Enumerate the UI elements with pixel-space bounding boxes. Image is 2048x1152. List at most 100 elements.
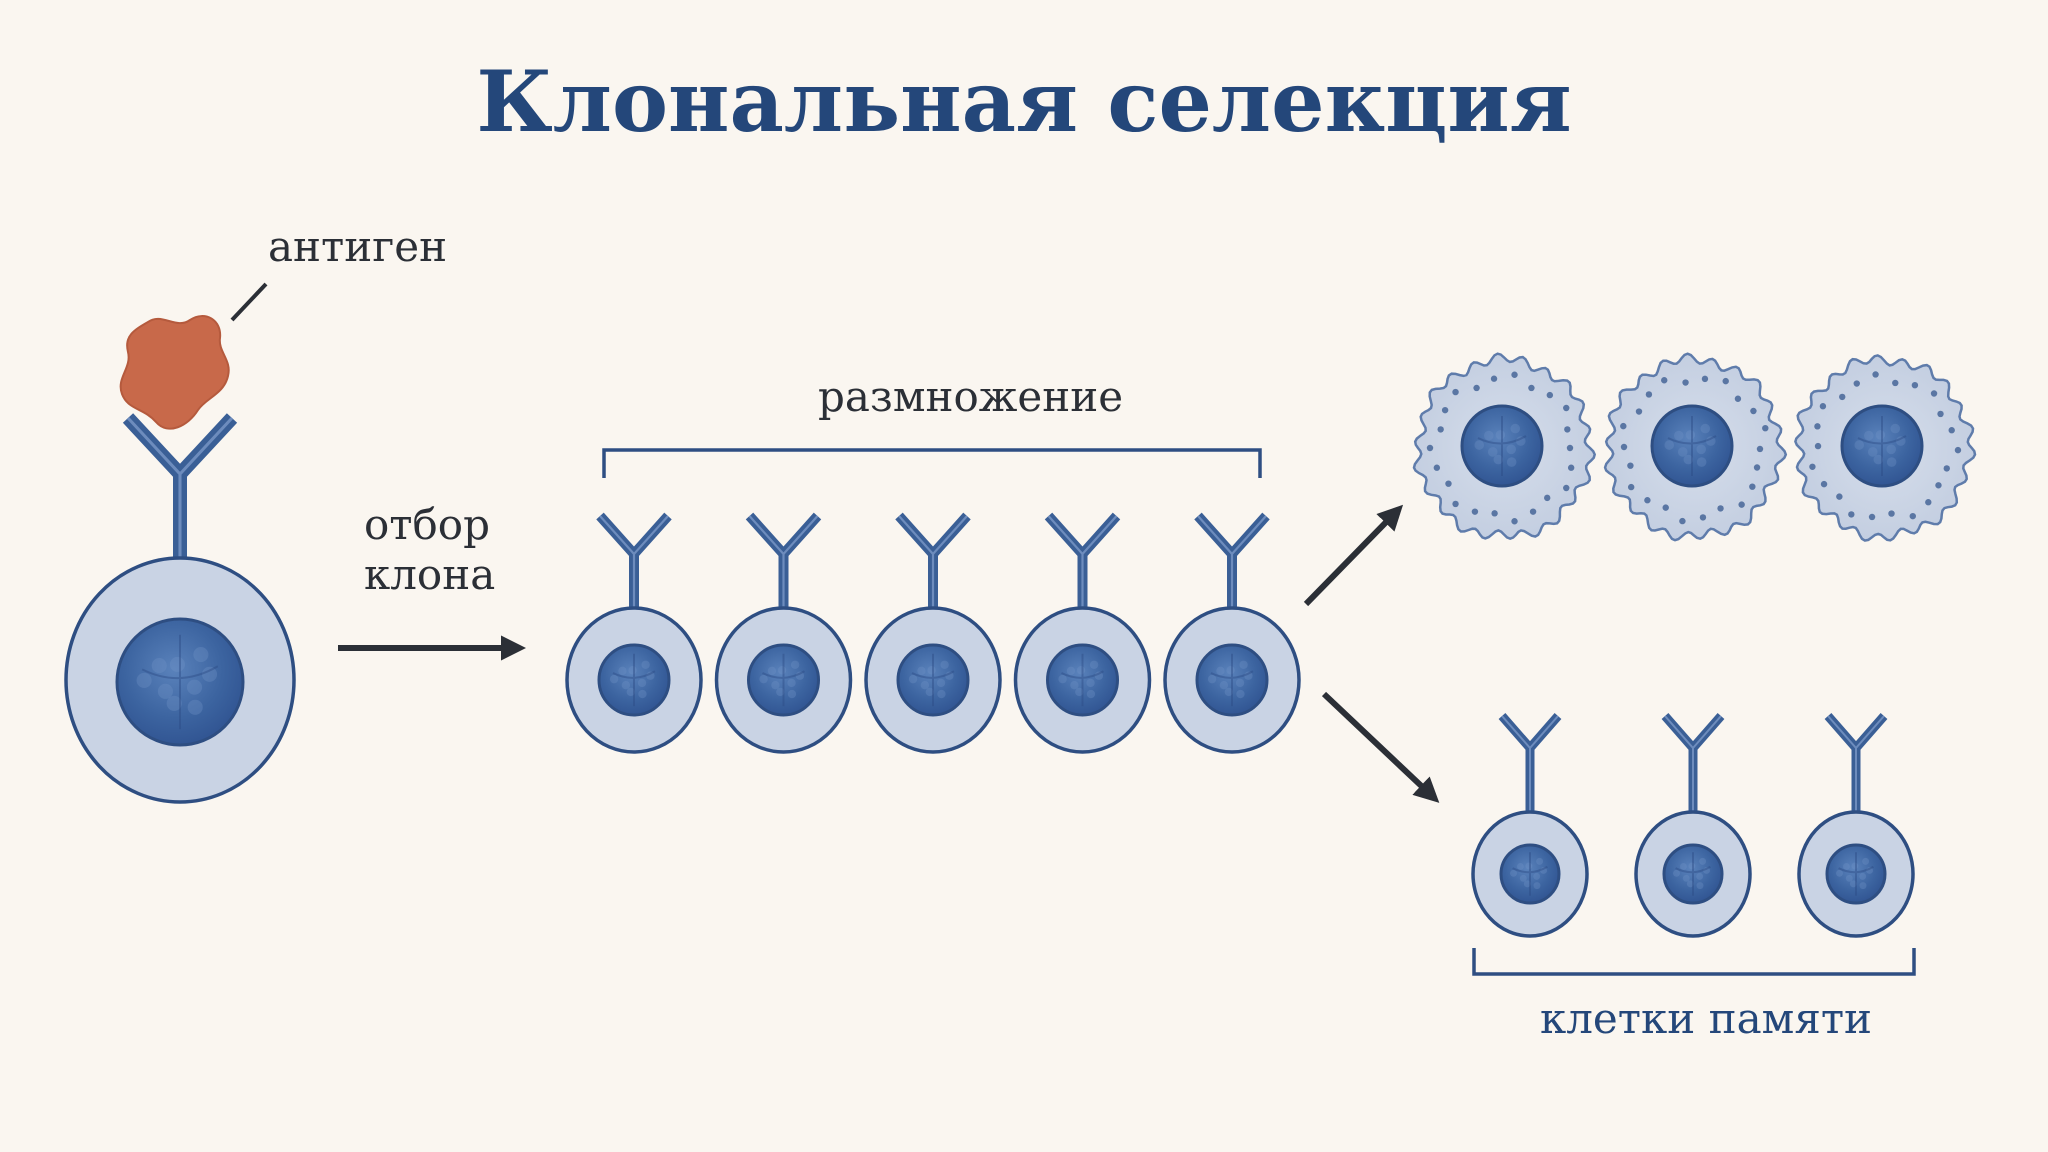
nucleus-body [1662, 843, 1724, 905]
er-granule [1749, 483, 1756, 490]
chromatin-spot [1696, 444, 1707, 455]
nucleus [1195, 643, 1269, 717]
chromatin-spot [1682, 874, 1690, 882]
er-granule [1756, 445, 1764, 453]
er-granule [1892, 379, 1899, 387]
chromatin-spot [1674, 430, 1684, 441]
nucleus [1650, 404, 1734, 488]
chromatin-spot [1086, 678, 1095, 688]
er-granule [1762, 424, 1769, 432]
er-granule [1717, 505, 1724, 512]
chromatin-spot [777, 666, 787, 675]
chromatin-spot [790, 660, 800, 669]
chromatin-spot [157, 683, 173, 699]
nucleus-body [1460, 404, 1544, 488]
plasma-cells-group [1412, 352, 1977, 542]
nucleus [1460, 404, 1544, 488]
er-granule [1753, 464, 1761, 471]
nucleus-body [1499, 843, 1561, 905]
memory-cell [1797, 713, 1915, 938]
er-granule [1563, 404, 1570, 412]
chromatin-line [1210, 653, 1254, 707]
chromatin-spot [937, 689, 946, 699]
er-granule [1937, 410, 1944, 418]
er-granule [1627, 483, 1635, 491]
chromatin-spot [1484, 430, 1494, 441]
chromatin-spot [1540, 866, 1548, 874]
chromatin-spot [767, 666, 777, 676]
chromatin-spot [1510, 423, 1521, 434]
er-granule [1620, 422, 1627, 430]
chromatin-spot [1864, 430, 1874, 441]
proliferation-bracket [602, 448, 1262, 478]
receptor-icon [1824, 713, 1888, 816]
er-granule [1620, 443, 1628, 451]
er-granule [1819, 403, 1827, 410]
receptor-highlight [599, 515, 669, 612]
er-granule [1872, 371, 1879, 378]
er-granule [1566, 444, 1574, 452]
chromatin-spot [1219, 681, 1229, 690]
plasma-cell [1412, 352, 1597, 541]
chromatin-spot [1842, 862, 1850, 870]
receptor-highlight [1664, 715, 1722, 816]
nucleus-body [1840, 404, 1924, 488]
chromatin-spot [1075, 687, 1084, 697]
er-granule [1441, 406, 1449, 414]
chromatin-spot [1525, 862, 1533, 870]
chromatin-spot [1066, 666, 1076, 676]
chromatin-line [1477, 416, 1527, 476]
nucleus [1840, 404, 1924, 488]
antigen-leader-line [230, 282, 268, 322]
memory-cell [1471, 713, 1589, 938]
chromatin-spot [1854, 440, 1865, 450]
er-granule [1433, 464, 1441, 471]
er-granule [1809, 463, 1816, 470]
nucleus [747, 643, 820, 717]
chromatin-spot [1495, 430, 1506, 440]
er-granule [1935, 482, 1942, 489]
er-granule [1473, 384, 1480, 392]
chromatin-spot [1845, 874, 1853, 882]
chromatin-spot [1076, 666, 1086, 675]
chromatin-spot [940, 660, 949, 669]
chromatin-spot [1533, 872, 1541, 880]
chromatin-spot [1859, 882, 1867, 890]
er-granule [1839, 393, 1846, 401]
chromatin-spot [1516, 862, 1524, 870]
chromatin-spot [1664, 440, 1675, 450]
chromatin-spot [1086, 689, 1096, 699]
nucleus-body [747, 643, 820, 717]
nucleus [115, 617, 245, 747]
chromatin-spot [193, 647, 209, 663]
chromatin-spot [1696, 457, 1707, 467]
chromatin-spot [787, 689, 797, 699]
receptor-highlight [898, 515, 968, 612]
chromatin-spot [1700, 423, 1711, 434]
er-granule [1635, 408, 1643, 415]
clone-cell [714, 512, 853, 754]
chromatin-spot [628, 666, 637, 675]
er-granule [1528, 384, 1535, 392]
chromatin-spot [626, 687, 635, 697]
er-granule [1925, 499, 1932, 506]
chromatin-spot [1683, 454, 1694, 465]
chromatin-spot [1506, 444, 1517, 455]
clone-cell [1013, 512, 1152, 754]
er-granule [1661, 377, 1668, 384]
chromatin-spot [1207, 674, 1217, 684]
chromatin-spot [759, 674, 768, 684]
chromatin-spot [927, 666, 936, 675]
chromatin-line [1667, 416, 1717, 476]
chromatin-spot [908, 674, 918, 684]
er-granule [1563, 484, 1570, 492]
er-granule [1734, 395, 1742, 402]
chromatin-spot [1519, 874, 1527, 882]
chromatin-line [1857, 416, 1907, 476]
chromatin-spot [1506, 457, 1517, 467]
chromatin-spot [1859, 872, 1867, 880]
brackets-layer [602, 448, 1916, 976]
er-granule [1954, 446, 1962, 454]
antigen-label: антиген [268, 222, 448, 271]
chromatin-spot [1236, 689, 1245, 699]
